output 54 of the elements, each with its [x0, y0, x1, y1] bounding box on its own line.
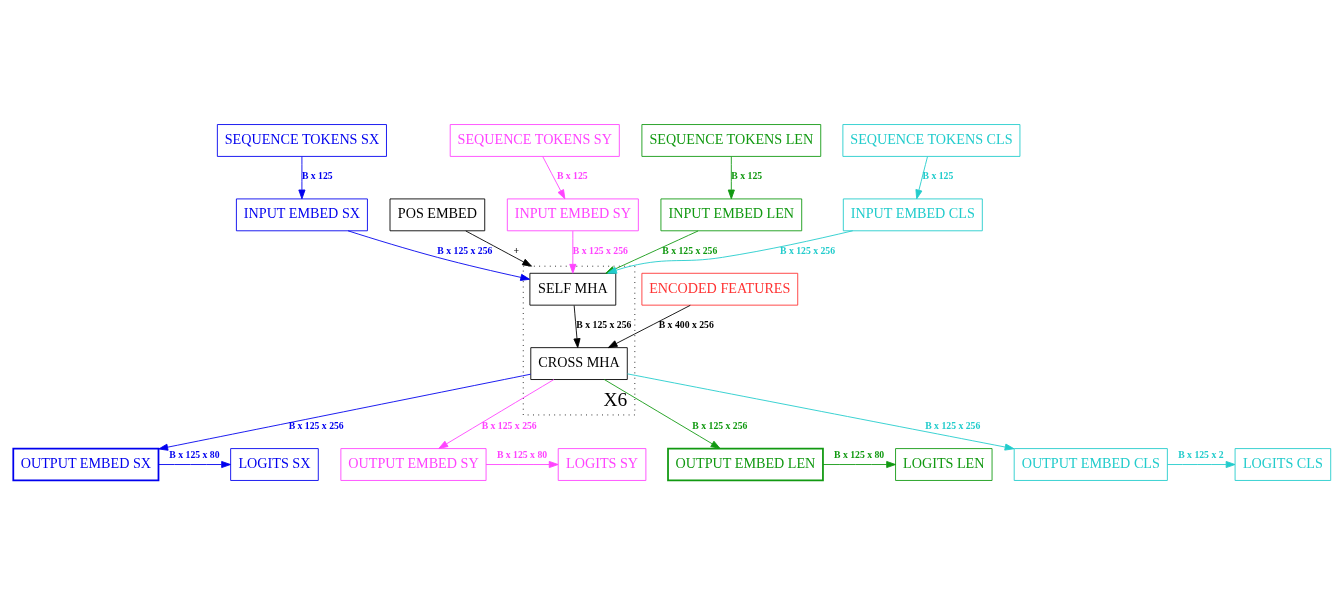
node-box: LOGITS LEN	[895, 448, 993, 481]
node-box: SEQUENCE TOKENS SY	[449, 124, 620, 157]
node-box: OUTPUT EMBED CLS	[1013, 448, 1168, 481]
edge-label: B x 125 x 256	[437, 244, 493, 256]
node-box: SEQUENCE TOKENS LEN	[641, 124, 822, 157]
node-box: INPUT EMBED CLS	[842, 198, 983, 232]
arrow	[485, 460, 559, 469]
arrow	[1167, 460, 1236, 469]
edge-label: B x 125 x 256	[692, 419, 748, 431]
arrow	[347, 230, 531, 281]
edge-label: B x 125 x 256	[288, 419, 344, 431]
arrow	[542, 156, 566, 200]
edge-label: B x 125	[556, 170, 588, 182]
node-box: SEQUENCE TOKENS SX	[216, 124, 387, 157]
arrow	[607, 304, 691, 349]
edge-label: +	[513, 244, 520, 256]
node-box: POS EMBED	[389, 198, 486, 232]
edge-label: B x 125 x 80	[834, 449, 885, 461]
edge-label: B x 400 x 256	[658, 319, 714, 330]
arrow	[298, 156, 306, 200]
arrow	[626, 373, 1015, 451]
edge-label: B x 125 x 80	[496, 449, 548, 461]
arrow	[569, 230, 577, 274]
node-box: INPUT EMBED LEN	[660, 198, 803, 232]
arrow	[465, 230, 532, 267]
node-box: OUTPUT EMBED SX	[12, 447, 160, 482]
arrow	[822, 460, 896, 469]
node-box: INPUT EMBED SY	[506, 198, 639, 232]
edge-label: B x 125 x 80	[169, 449, 220, 461]
node-box: CROSS MHA	[530, 347, 628, 380]
edge-label: B x 125 x 256	[780, 244, 836, 256]
edge-label: B x 125 x 256	[572, 244, 628, 256]
arrow	[915, 156, 928, 200]
arrow	[603, 379, 721, 449]
edge-label: B x 125 x 2	[1178, 449, 1224, 461]
arrow	[438, 379, 555, 449]
edge-label: B x 125 x 256	[925, 419, 981, 431]
node-box: SELF MHA	[529, 272, 617, 306]
node-box: LOGITS SX	[230, 448, 319, 481]
edge-label: B x 125 x 256	[576, 319, 632, 330]
arrow	[158, 373, 532, 451]
node-box: LOGITS CLS	[1234, 448, 1332, 481]
arrow	[158, 460, 231, 469]
edge-label: B x 125 x 256	[662, 244, 718, 256]
node-box: ENCODED FEATURES	[641, 272, 799, 306]
node-box: OUTPUT EMBED LEN	[667, 447, 824, 482]
node-box: SEQUENCE TOKENS CLS	[842, 124, 1021, 157]
edge-label: B x 125 x 256	[481, 419, 537, 431]
arrow	[573, 305, 581, 349]
node-box: LOGITS SY	[557, 448, 647, 481]
edge-label: B x 125	[922, 170, 954, 182]
node-box: OUTPUT EMBED SY	[340, 448, 487, 481]
node-box: INPUT EMBED SX	[235, 198, 368, 232]
edge-label: B x 125	[301, 170, 333, 182]
